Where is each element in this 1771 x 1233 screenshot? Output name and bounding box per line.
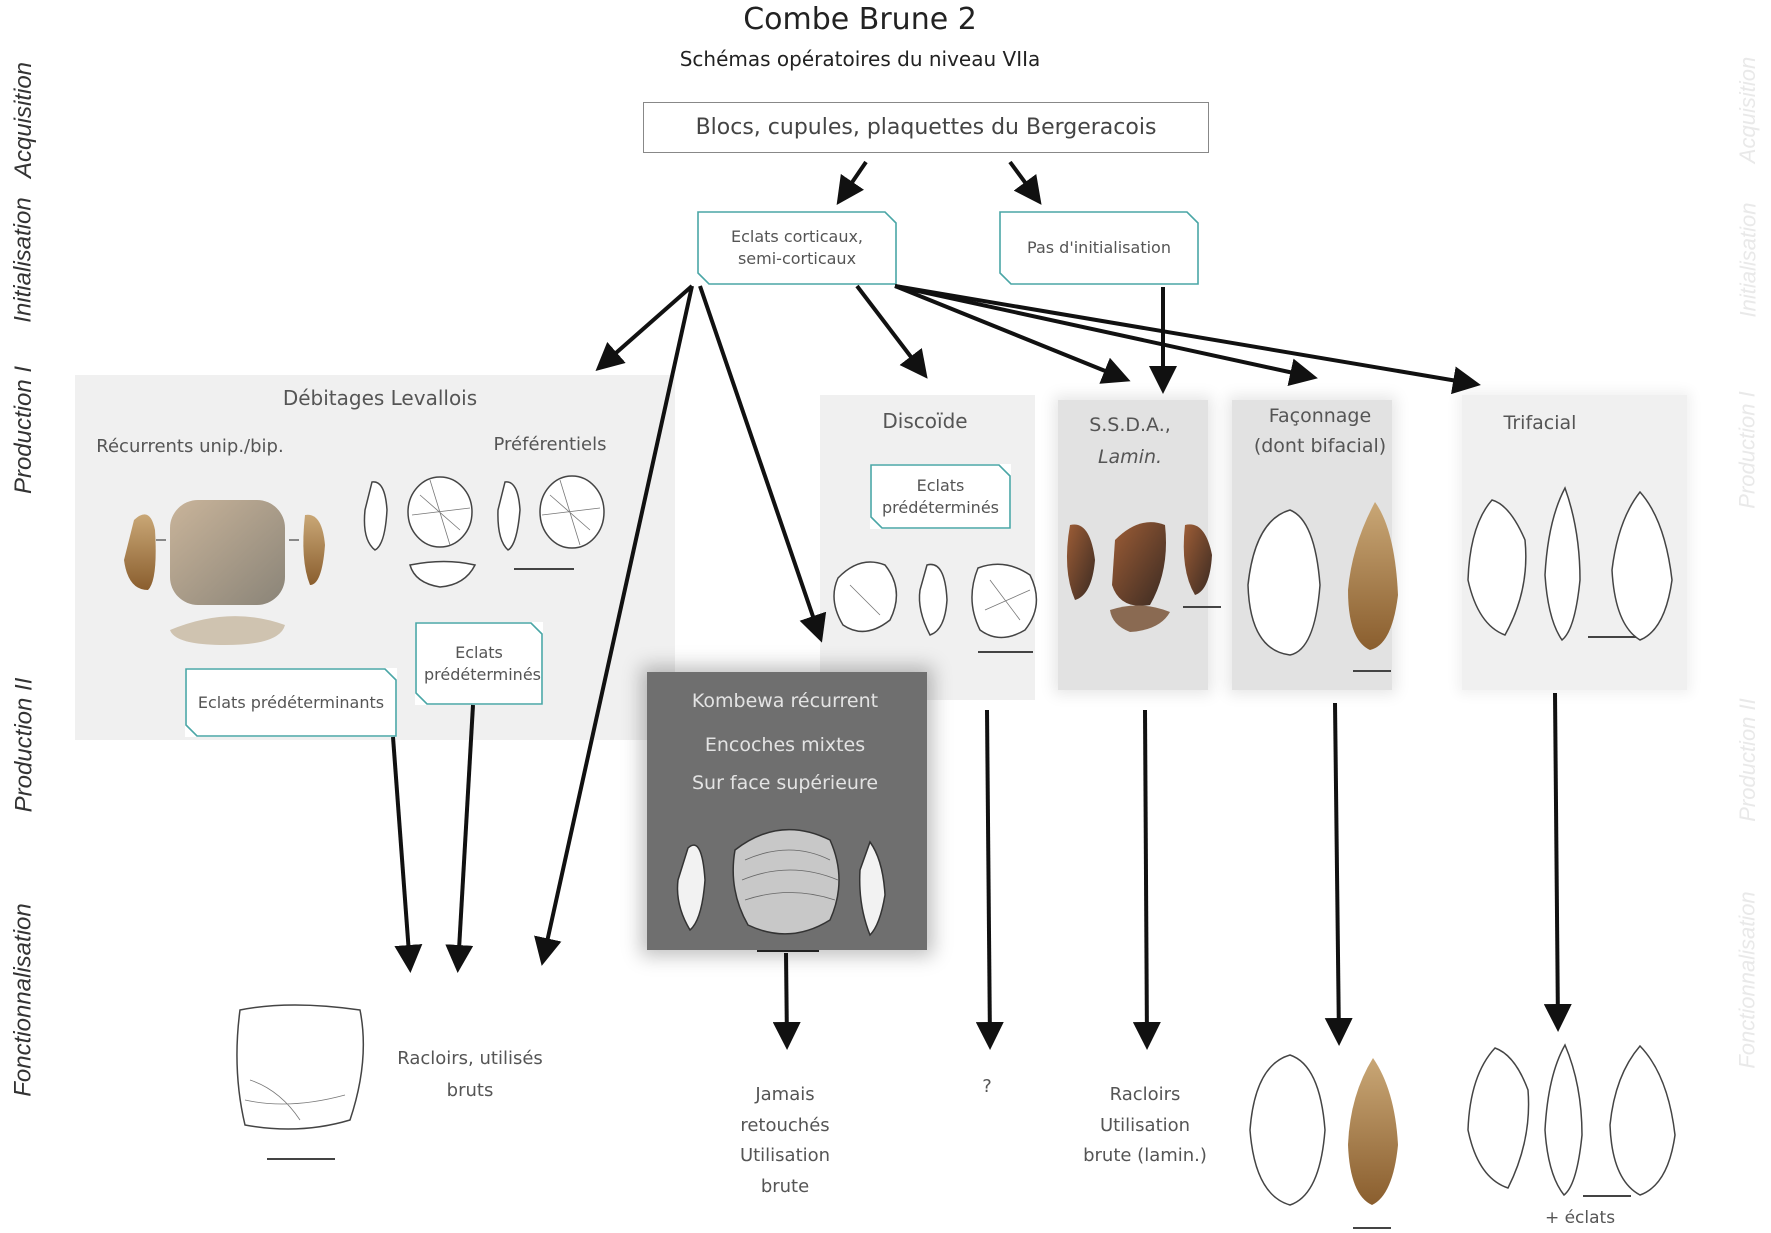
ssda-scalebar [1183,606,1221,608]
arrow-cortical-to-trifacial [894,284,1481,395]
discoide-title: Discoïde [882,409,968,433]
faconnage-title-line2: (dont bifacial) [1253,435,1387,457]
cortical-flakes-box: Eclats corticaux, semi-corticaux [697,211,897,285]
levallois-preferential-drawings [363,475,605,588]
arrow-predetermining-down [391,736,423,973]
kombewa-line-1: Kombewa récurrent [691,690,879,712]
discoide-panel [820,395,1035,700]
diagram-title: Combe Brune 2 [743,2,977,37]
ssda-artefact-1 [1066,524,1095,600]
kombewa-outcome-line4: brute [760,1176,810,1197]
arrow-raw-to-noinit [1008,160,1042,205]
predetermining-flakes-box: Eclats prédéterminants [185,668,397,737]
arrow-cortical-to-ssda [894,284,1131,384]
kombewa-line-2: Encoches mixtes [704,734,866,756]
ssda-outcome-line3: brute (lamin.) [1083,1145,1207,1166]
kombewa-line-3: Sur face supérieure [691,772,879,794]
levallois-predetermined-box: Eclats prédéterminés [415,622,543,705]
kombewa-drawings [676,828,886,937]
ssda-title-line2: Lamin. [1097,446,1163,468]
levallois-preferential-label: Préférentiels [493,434,607,455]
arrow-discoide-down [975,709,1004,1050]
kombewa-outcome-line3: Utilisation [739,1145,831,1166]
levallois-recurrent-label: Récurrents unip./bip. [96,436,284,457]
arrow-predetermined-down [445,704,475,973]
raw-material-label: Blocs, cupules, plaquettes du Bergeracoi… [695,115,1157,140]
racloir-scalebar [267,1158,335,1160]
ssda-artefact-4 [1110,605,1170,632]
trifacial-outcome-drawings [1467,1043,1676,1197]
diagram-subtitle: Schémas opératoires du niveau VIIa [679,47,1041,71]
discoide-outcome: ? [982,1076,992,1097]
arrow-cortical-to-faconnage [894,284,1318,386]
ssda-artefact-3 [1183,524,1212,595]
arrow-cortical-to-raclois [534,285,694,966]
kombewa-outcome-line2: retouchés [740,1115,830,1136]
levallois-side-flake-right [303,514,325,585]
arrow-cortical-to-discoide [855,284,928,379]
racloir-retouch-lines [244,1079,346,1121]
discoide-drawings [833,561,1038,639]
arrow-faconnage-down [1324,702,1353,1046]
ssda-artefact-2 [1112,522,1166,606]
no-initialisation-box: Pas d'initialisation [999,211,1199,285]
faconnage-outcome-photo [1348,1058,1398,1205]
discoide-predetermined-box: Eclats prédéterminés [870,464,1011,529]
faconnage-scalebar [1353,670,1391,672]
trifacial-outcome-scalebar [1583,1195,1631,1197]
levallois-section-flake [170,616,285,645]
discoide-scalebar [978,651,1033,653]
trifacial-outcome-extra: + éclats [1544,1208,1616,1228]
faconnage-outcome-drawing [1249,1054,1326,1206]
arrow-raw-to-cortical [836,160,868,205]
levallois-outcome-line2: bruts [446,1080,494,1101]
levallois-core-photo [170,500,285,605]
arrow-cortical-to-kombewa [698,285,827,643]
racloir-drawing [236,1004,365,1130]
arrow-ssda-down [1132,709,1161,1050]
ssda-title-line1: S.S.D.A., [1089,414,1171,436]
raw-material-box: Blocs, cupules, plaquettes du Bergeracoi… [643,102,1209,153]
faconnage-biface-photo [1348,502,1398,650]
levallois-title: Débitages Levallois [282,386,478,410]
trifacial-scalebar [1588,636,1636,638]
kombewa-scalebar [757,950,819,952]
faconnage-biface-drawing [1247,509,1321,656]
faconnage-outcome-scalebar [1353,1227,1391,1229]
levallois-scalebar [514,568,574,570]
kombewa-outcome-line1: Jamais [755,1084,815,1105]
arrow-trifacial-down [1543,692,1572,1032]
arrow-kombewa-down [772,952,801,1050]
levallois-side-flake-left [124,514,156,590]
faconnage-title-line1: Façonnage [1268,405,1372,427]
arrow-cortical-to-levallois [595,284,694,371]
trifacial-drawings [1467,486,1673,642]
levallois-outcome-line1: Racloirs, utilisés [397,1048,543,1069]
ssda-outcome-line1: Racloirs [1109,1084,1181,1105]
ssda-outcome-line2: Utilisation [1099,1115,1191,1136]
trifacial-title: Trifacial [1503,412,1577,434]
